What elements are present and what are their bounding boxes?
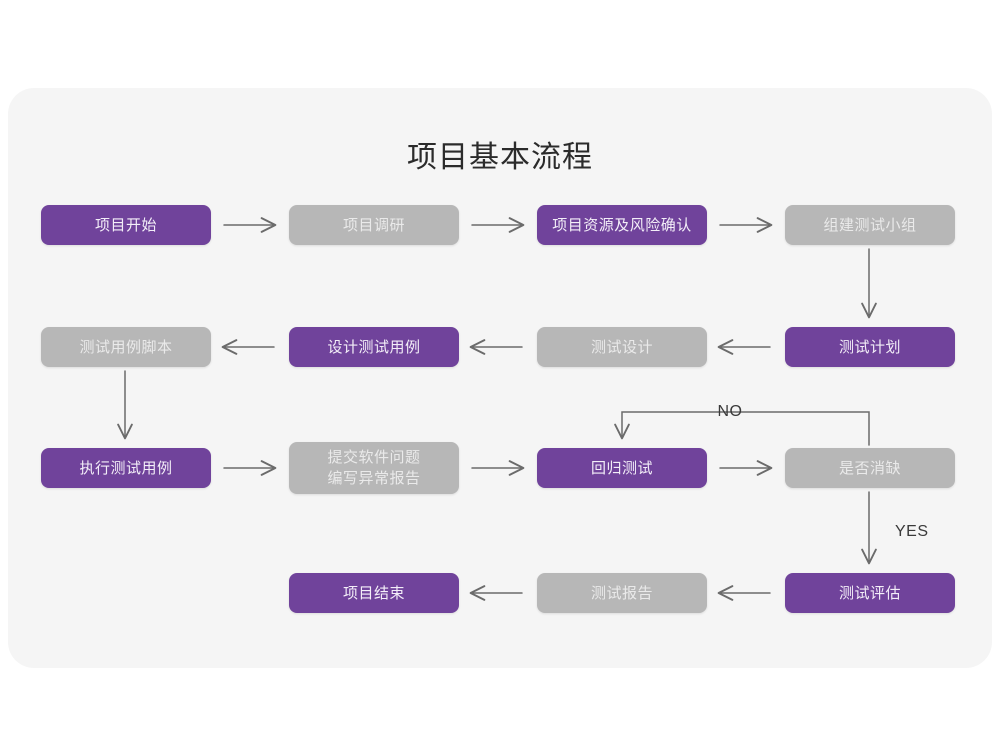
node-build-test-team[interactable]: 组建测试小组 bbox=[785, 205, 955, 245]
node-label: 回归测试 bbox=[590, 459, 653, 477]
node-label: 是否消缺 bbox=[838, 459, 901, 477]
node-label: 测试报告 bbox=[590, 584, 653, 602]
node-design-test-case[interactable]: 设计测试用例 bbox=[289, 327, 459, 367]
node-test-case-script[interactable]: 测试用例脚本 bbox=[41, 327, 211, 367]
node-test-design[interactable]: 测试设计 bbox=[537, 327, 707, 367]
node-project-end[interactable]: 项目结束 bbox=[289, 573, 459, 613]
node-label: 测试评估 bbox=[838, 584, 901, 602]
node-label: 项目结束 bbox=[342, 584, 405, 602]
node-label: 项目调研 bbox=[342, 216, 405, 234]
node-test-evaluation[interactable]: 测试评估 bbox=[785, 573, 955, 613]
node-label: 执行测试用例 bbox=[79, 459, 173, 477]
node-label: 项目资源及风险确认 bbox=[552, 216, 692, 234]
node-label: 设计测试用例 bbox=[327, 338, 421, 356]
node-label: 测试设计 bbox=[590, 338, 653, 356]
edge-label-yes: YES bbox=[895, 523, 929, 540]
node-label-line-1: 提交软件问题 bbox=[327, 449, 421, 466]
diagram-panel bbox=[8, 88, 992, 668]
node-test-report[interactable]: 测试报告 bbox=[537, 573, 707, 613]
node-test-plan[interactable]: 测试计划 bbox=[785, 327, 955, 367]
node-label: 项目开始 bbox=[94, 216, 157, 234]
node-regression-test[interactable]: 回归测试 bbox=[537, 448, 707, 488]
page-title: 项目基本流程 bbox=[407, 141, 593, 174]
node-submit-defect-write-report[interactable]: 提交软件问题 编写异常报告 bbox=[289, 442, 459, 494]
node-project-start[interactable]: 项目开始 bbox=[41, 205, 211, 245]
node-label-multiline: 提交软件问题 编写异常报告 bbox=[327, 447, 420, 489]
node-execute-test-case[interactable]: 执行测试用例 bbox=[41, 448, 211, 488]
node-defect-cleared-decision[interactable]: 是否消缺 bbox=[785, 448, 955, 488]
edge-label-no: NO bbox=[717, 403, 743, 420]
node-label: 测试用例脚本 bbox=[79, 338, 173, 356]
node-label: 组建测试小组 bbox=[823, 216, 917, 234]
node-label: 测试计划 bbox=[838, 338, 901, 356]
node-project-survey[interactable]: 项目调研 bbox=[289, 205, 459, 245]
node-resource-risk-confirm[interactable]: 项目资源及风险确认 bbox=[537, 205, 707, 245]
node-label-line-2: 编写异常报告 bbox=[327, 470, 421, 487]
